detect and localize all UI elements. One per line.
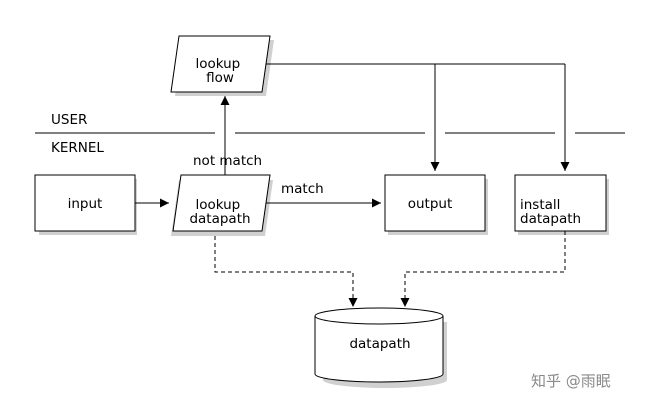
input-label: input xyxy=(68,196,103,212)
install-datapath-label-line1: install xyxy=(520,197,560,213)
watermark-text: 知乎 @雨眠 xyxy=(531,372,611,390)
svg-text:lookup flow: lookup flow xyxy=(195,56,244,86)
install-datapath-label-line2: datapath xyxy=(520,211,581,227)
svg-text:install datapath: install datapath xyxy=(520,197,581,227)
datapath-store-node: datapath xyxy=(314,307,447,388)
match-edge-label: match xyxy=(281,181,324,197)
watermark: 知乎 @雨眠 xyxy=(531,372,611,390)
lookup-datapath-label-line1: lookup xyxy=(195,197,240,213)
dashed-arrow-lookup-datapath-to-store xyxy=(214,236,358,307)
input-node: input xyxy=(34,174,136,232)
install-datapath-node: install datapath xyxy=(514,174,607,232)
svg-text:lookup datapath: lookup datapath xyxy=(189,197,250,227)
lookup-flow-node: lookup flow xyxy=(170,35,271,93)
datapath-store-label: datapath xyxy=(349,336,410,352)
lookup-flow-label-line1: lookup xyxy=(195,56,240,72)
dashed-arrow-install-datapath-to-store xyxy=(400,231,566,307)
lookup-flow-label-line2: flow xyxy=(206,70,234,86)
not-match-edge-label: not match xyxy=(193,153,262,169)
kernel-layer-label: KERNEL xyxy=(51,140,104,156)
lookup-datapath-label-line2: datapath xyxy=(189,211,250,227)
lookup-datapath-node: lookup datapath xyxy=(172,174,271,232)
user-layer-label: USER xyxy=(51,112,87,128)
output-node: output xyxy=(384,174,486,232)
output-label: output xyxy=(408,196,453,212)
